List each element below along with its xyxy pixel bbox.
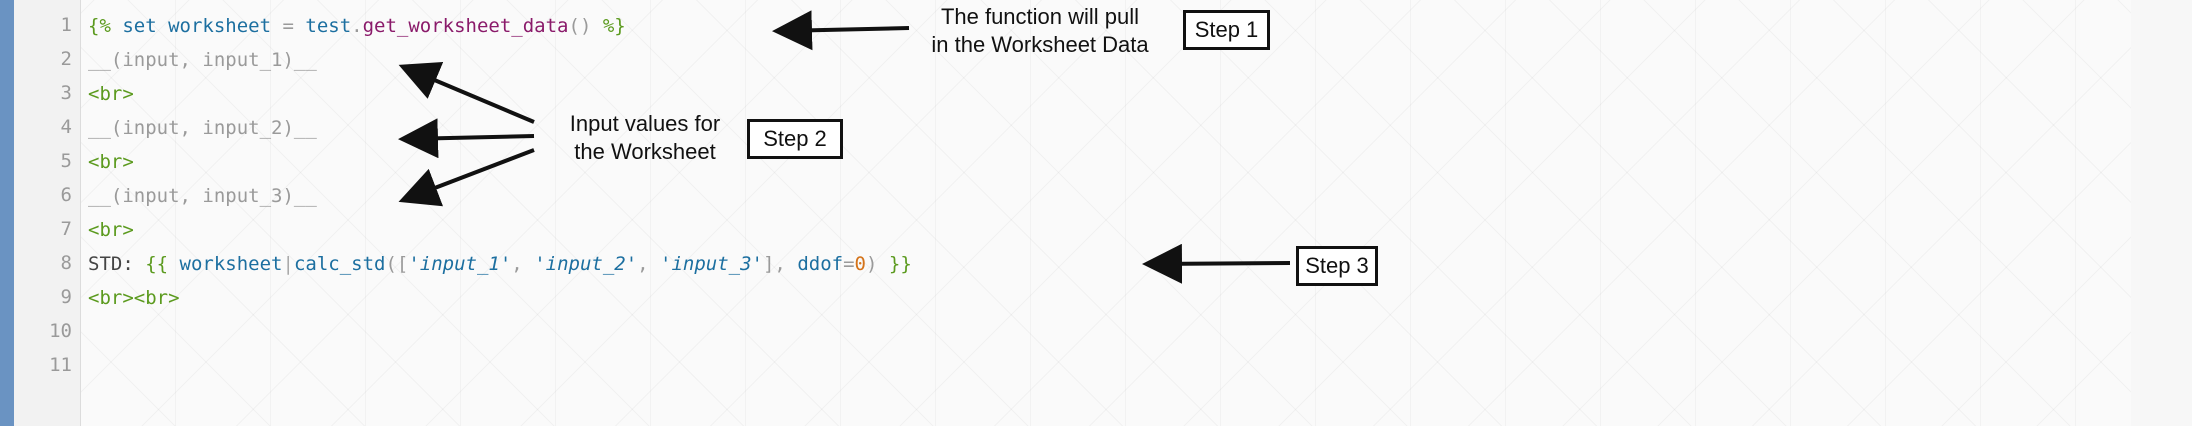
step2-note-line2: the Worksheet: [574, 139, 716, 164]
string-input-1: 'input_1': [408, 253, 512, 275]
step1-arrow: [772, 10, 910, 51]
string-input-3: 'input_3': [660, 253, 763, 275]
code-line-7[interactable]: <br>: [88, 219, 134, 241]
string-input-2: 'input_2': [534, 253, 638, 275]
code-line-4[interactable]: __(input, input_2)__: [88, 117, 317, 139]
comma: ,: [637, 253, 661, 275]
expression-close: }}: [877, 253, 912, 275]
code-line-3[interactable]: <br>: [88, 83, 134, 105]
code-line-8[interactable]: STD: {{ worksheet|calc_std(['input_1', '…: [88, 252, 912, 276]
number-zero: 0: [854, 253, 866, 275]
step2-arrow-to-line4: [398, 118, 535, 159]
step1-note-line2: in the Worksheet Data: [931, 32, 1149, 57]
line-number: 2: [60, 48, 72, 70]
dot-operator: .: [351, 15, 363, 37]
step1-note-line1: The function will pull: [940, 4, 1140, 29]
line-number: 1: [60, 14, 72, 36]
line-number: 11: [49, 354, 72, 376]
close-bracket: ],: [762, 253, 798, 275]
line-number: 3: [60, 82, 72, 104]
step1-note: The function will pull in the Worksheet …: [900, 3, 1180, 59]
set-keyword: set: [110, 15, 169, 37]
line-number: 6: [60, 184, 72, 206]
comma: ,: [511, 253, 535, 275]
editor-right-margin: [2131, 0, 2192, 426]
line-number: 9: [60, 286, 72, 308]
function-calc-std: calc_std: [293, 253, 386, 275]
close-paren: ): [865, 253, 878, 275]
variable-worksheet: worksheet: [179, 253, 283, 275]
step2-note: Input values for the Worksheet: [540, 110, 750, 166]
code-line-2[interactable]: __(input, input_1)__: [88, 49, 317, 71]
open-bracket: ([: [385, 253, 409, 275]
line-number-gutter: 1 2 3 4 5 6 7 8 9 10 11: [14, 0, 81, 426]
template-tag-open: {%: [88, 15, 111, 37]
step2-arrow-to-line6: [398, 148, 535, 207]
object-test: test: [305, 15, 352, 37]
code-line-6[interactable]: __(input, input_3)__: [88, 185, 317, 207]
step2-arrow-to-line2: [398, 62, 535, 124]
std-label: STD:: [88, 253, 146, 275]
assign-operator: =: [271, 15, 306, 37]
function-get-worksheet-data: get_worksheet_data: [362, 15, 569, 37]
expression-open: {{: [145, 253, 180, 275]
editor-left-border: [0, 0, 14, 426]
step3-arrow: [1142, 243, 1291, 284]
line-number: 4: [60, 116, 72, 138]
step2-note-line1: Input values for: [569, 111, 721, 136]
kwarg-ddof: ddof: [797, 253, 844, 275]
step3-box: Step 3: [1296, 246, 1378, 286]
code-line-5[interactable]: <br>: [88, 151, 134, 173]
line-number: 7: [60, 218, 72, 240]
code-line-9[interactable]: <br><br>: [88, 287, 180, 309]
kwarg-equals: =: [843, 253, 855, 275]
variable-worksheet: worksheet: [168, 15, 272, 37]
code-line-1[interactable]: {% set worksheet = test.get_worksheet_da…: [88, 14, 626, 38]
code-editor-area[interactable]: [81, 0, 2131, 426]
template-tag-close: %}: [591, 15, 626, 37]
step1-box: Step 1: [1183, 10, 1270, 50]
filter-pipe: |: [282, 253, 294, 275]
line-number: 10: [49, 320, 72, 342]
line-number: 8: [60, 252, 72, 274]
line-number: 5: [60, 150, 72, 172]
step2-box: Step 2: [747, 119, 843, 159]
call-parens: (): [568, 15, 592, 37]
